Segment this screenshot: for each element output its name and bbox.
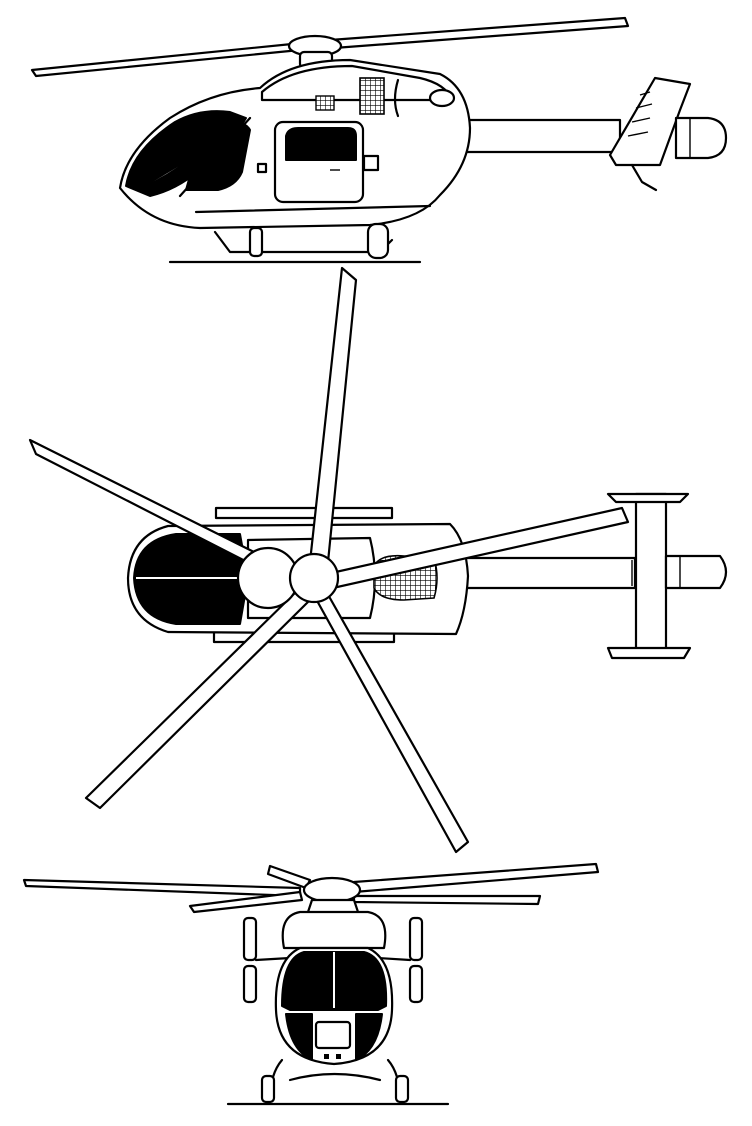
tail-boom-top	[453, 556, 637, 590]
skid-front-right	[394, 1074, 410, 1104]
nose-light-left	[324, 1054, 329, 1059]
main-rotor-blade-rear	[30, 42, 302, 78]
endplate-left	[606, 492, 690, 504]
front-rotor-blade-right	[352, 862, 600, 894]
tail-thruster-top	[664, 554, 728, 590]
cowl-panel-line	[393, 78, 400, 118]
tail-thruster	[674, 116, 728, 160]
windscreen-frame-line	[144, 160, 188, 188]
vertical-tail-fin	[608, 76, 692, 167]
tail-skid	[630, 163, 658, 192]
side-pod-right-lower	[408, 964, 424, 1004]
front-view-drawing	[22, 862, 600, 1106]
side-pod-left-upper	[242, 916, 258, 962]
side-pod-left-lower	[242, 964, 258, 1004]
gear-crosstube	[288, 1072, 382, 1082]
cabin-window	[285, 127, 357, 161]
landing-skid	[213, 230, 394, 254]
belly-line	[194, 204, 432, 214]
front-rotor-blade-left	[22, 878, 302, 898]
skid-front-left	[260, 1074, 276, 1104]
endplate-right	[606, 646, 692, 660]
chin-window-right	[355, 1013, 383, 1061]
main-rotor-blade-front	[328, 16, 630, 50]
pod-arm-right	[376, 956, 412, 962]
side-view-drawing	[30, 16, 728, 264]
side-pod-right-upper	[408, 916, 424, 962]
chin-window-left	[285, 1013, 313, 1061]
door-frame	[178, 116, 252, 198]
front-rotor-blade-left-low	[188, 890, 304, 914]
engine-exhaust-grille	[359, 77, 385, 115]
engine-intake	[315, 95, 335, 111]
pod-arm-left	[254, 956, 292, 962]
cowl-intake-cap	[428, 88, 456, 108]
skid-strut-rear	[366, 222, 390, 260]
top-view	[0, 262, 752, 862]
front-rotor-blade-right-low	[352, 894, 542, 906]
side-view	[0, 0, 752, 275]
front-rotor-hub	[302, 876, 362, 904]
skid-strut-front	[248, 226, 264, 258]
front-engine-cowl	[281, 910, 387, 950]
front-rotor-blade-back	[266, 864, 312, 890]
step-marker	[256, 162, 268, 174]
nose-light-right	[336, 1054, 341, 1059]
door-handle	[362, 154, 380, 172]
front-view	[0, 850, 752, 1126]
nose-panel	[314, 1020, 352, 1050]
tail-boom	[458, 118, 622, 154]
skid-left	[214, 506, 394, 520]
pilot-door-window	[185, 122, 251, 191]
top-view-drawing	[28, 266, 728, 854]
horizontal-stabilizer	[634, 492, 668, 658]
rotor-hub-top	[288, 552, 340, 604]
